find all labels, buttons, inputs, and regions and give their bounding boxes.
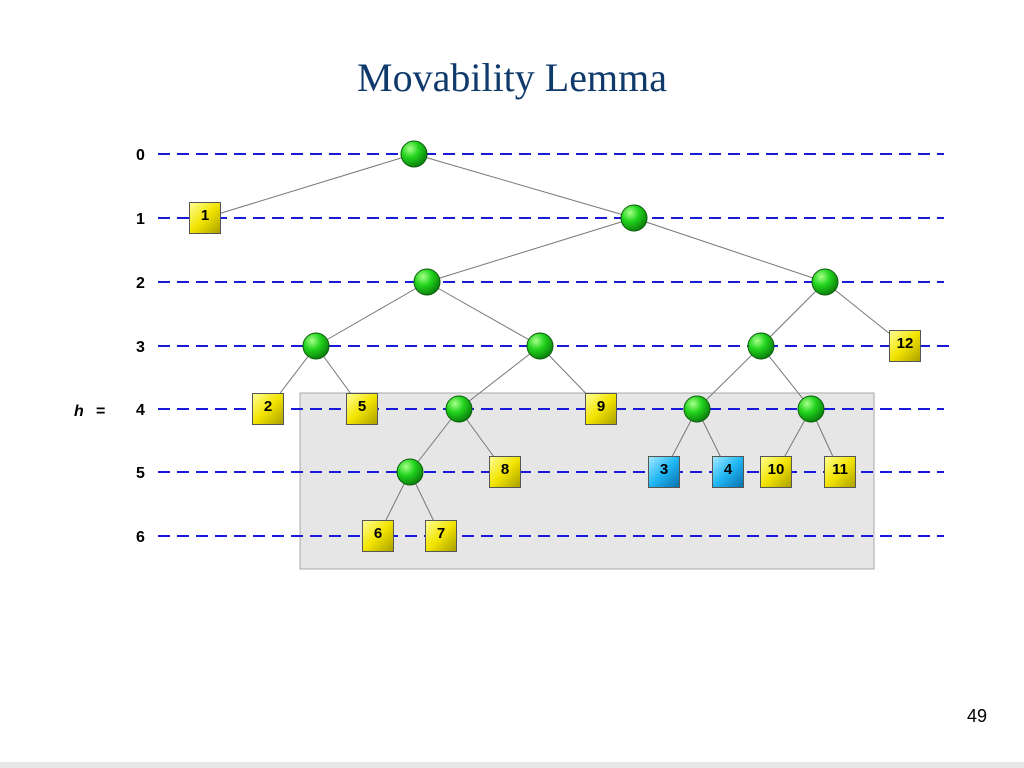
edge-n2R-n3c [760,281,826,347]
h-label: h [74,403,84,420]
leaf-label-12: 12 [897,335,914,352]
leaf-box-1 [189,202,221,234]
leaf-box-9 [585,393,617,425]
leaf-label-7: 7 [437,525,445,542]
leaf-box-5 [346,393,378,425]
leaf-label-9: 9 [597,398,605,415]
bottom-rule [0,762,1024,768]
leaf-node-11: 11 [824,456,856,488]
leaf-node-3: 3 [648,456,680,488]
leaf-label-11: 11 [832,461,848,478]
leaf-node-7: 7 [425,520,457,552]
leaf-node-1: 1 [189,202,221,234]
leaf-node-12: 12 [889,330,921,362]
leaf-box-2 [252,393,284,425]
edge-n2L-n3b [426,281,541,347]
edge-n1-n2L [426,217,635,283]
level-label-3: 3 [136,339,145,356]
edge-n3b-n4a [458,345,541,410]
leaf-node-2: 2 [252,393,284,425]
leaf-node-10: 10 [760,456,792,488]
leaf-label-3: 3 [660,461,668,478]
leaf-label-6: 6 [374,525,382,542]
leaf-box-8 [489,456,521,488]
level-label-5: 5 [136,465,145,482]
edge-root-L1 [204,153,415,219]
internal-node-n3b [526,332,554,360]
leaf-node-4: 4 [712,456,744,488]
internal-node-root [400,140,428,168]
level-label-1: 1 [136,211,145,228]
page-number: 49 [966,706,987,726]
internal-node-n3a [302,332,330,360]
level-label-0: 0 [136,147,145,164]
internal-node-n3c [747,332,775,360]
leaf-box-3 [648,456,680,488]
leaf-node-5: 5 [346,393,378,425]
edge-n3c-n4b [696,345,762,410]
leaf-label-1: 1 [201,207,209,224]
leaf-node-8: 8 [489,456,521,488]
leaf-box-4 [712,456,744,488]
leaf-box-7 [425,520,457,552]
leaf-box-6 [362,520,394,552]
internal-node-n4a [445,395,473,423]
leaf-label-4: 4 [724,461,733,478]
slide-title: Movability Lemma [357,55,667,100]
leaf-box-11 [824,456,856,488]
internal-node-n4c [797,395,825,423]
level-label-2: 2 [136,275,145,292]
leaf-label-8: 8 [501,461,509,478]
edge-root-n1 [413,153,635,219]
equals-label: = [96,403,105,420]
leaf-label-2: 2 [264,398,272,415]
internal-node-n2L [413,268,441,296]
internal-node-n5a [396,458,424,486]
leaf-label-10: 10 [768,461,785,478]
internal-node-n2R [811,268,839,296]
internal-node-n1 [620,204,648,232]
level-label-4: 4 [136,402,145,419]
edge-n2L-n3a [315,281,428,347]
internal-node-n4b [683,395,711,423]
leaf-node-9: 9 [585,393,617,425]
leaf-box-12 [889,330,921,362]
level-label-6: 6 [136,529,145,546]
edge-n1-n2R [633,217,826,283]
leaf-label-5: 5 [358,398,366,415]
leaf-box-10 [760,456,792,488]
leaf-node-6: 6 [362,520,394,552]
